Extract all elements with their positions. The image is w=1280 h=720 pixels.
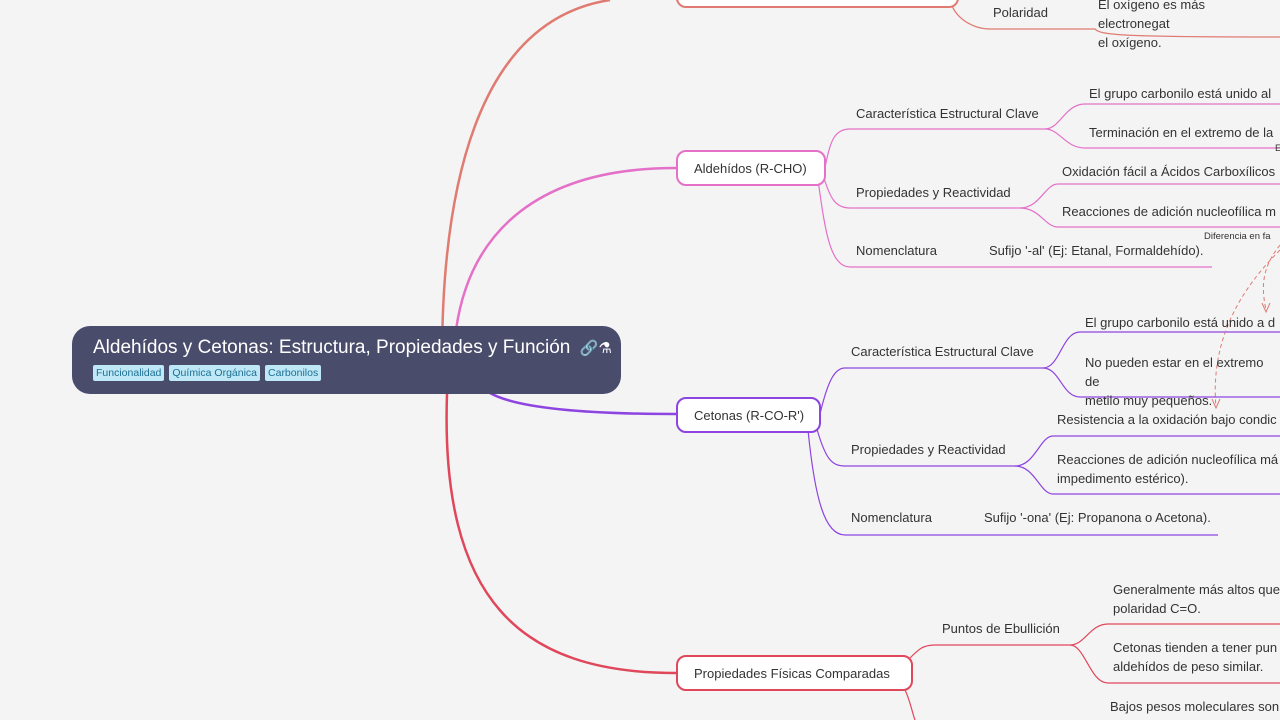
topic-propiedades-fisicas[interactable]: Propiedades Físicas Comparadas (676, 655, 913, 691)
leaf-aldehidos-propiedades-2[interactable]: Reacciones de adición nucleofílica m (1062, 204, 1276, 219)
link-icon[interactable]: 🔗⚗ (579, 340, 612, 357)
subtopic-polaridad[interactable]: Polaridad (993, 5, 1048, 20)
leaf-line: Reacciones de adición nucleofílica má (1057, 452, 1279, 467)
tag[interactable]: Funcionalidad (93, 365, 165, 381)
leaf-cetonas-propiedades-1[interactable]: Resistencia a la oxidación bajo condic (1057, 412, 1277, 427)
topic-cetonas[interactable]: Cetonas (R-CO-R') (676, 397, 821, 433)
leaf-line: El oxígeno es más electronegat (1098, 0, 1205, 31)
relation-label[interactable]: Diferencia en fa (1204, 231, 1271, 242)
leaf-line: Cetonas tienden a tener pun (1113, 640, 1278, 655)
subtopic-cetonas-estructura[interactable]: Característica Estructural Clave (851, 344, 1034, 359)
leaf-line: No pueden estar en el extremo de (1085, 355, 1264, 389)
topic-label: Propiedades Físicas Comparadas (694, 665, 890, 681)
leaf-line: Generalmente más altos que (1113, 582, 1280, 597)
connector-top-partial (676, 0, 1280, 38)
leaf-solubilidad[interactable]: Bajos pesos moleculares son (1110, 699, 1280, 714)
subtopic-aldehidos-nomenclatura[interactable]: Nomenclatura (856, 243, 937, 258)
topic-aldehidos[interactable]: Aldehídos (R-CHO) (676, 150, 826, 186)
leaf-aldehidos-propiedades-1[interactable]: Oxidación fácil a Ácidos Carboxílicos (1062, 164, 1276, 179)
connector-top-branch (440, 0, 611, 361)
subtopic-cetonas-propiedades[interactable]: Propiedades y Reactividad (851, 442, 1006, 457)
leaf-polaridad[interactable]: El oxígeno es más electronegat el oxígen… (1098, 0, 1280, 52)
subtopic-aldehidos-estructura[interactable]: Característica Estructural Clave (856, 106, 1039, 121)
leaf-cetonas-estructura-1[interactable]: El grupo carbonilo está unido a d (1085, 315, 1276, 330)
subtopic-puntos-ebullicion[interactable]: Puntos de Ebullición (942, 621, 1060, 636)
topic-top-partial[interactable] (676, 0, 959, 8)
leaf-cetonas-nomenclatura[interactable]: Sufijo '-ona' (Ej: Propanona o Acetona). (984, 510, 1211, 525)
leaf-line: metilo muy pequeños. (1085, 393, 1213, 408)
tag-list: Funcionalidad Química Orgánica Carbonilo… (93, 365, 621, 381)
leaf-line: polaridad C=O. (1113, 601, 1201, 616)
leaf-aldehidos-estructura-2[interactable]: Terminación en el extremo de la (1089, 125, 1274, 140)
tag[interactable]: Química Orgánica (169, 365, 261, 381)
topic-label: Aldehídos (R-CHO) (694, 160, 807, 176)
leaf-line: aldehídos de peso similar. (1113, 659, 1264, 674)
subtopic-cetonas-nomenclatura[interactable]: Nomenclatura (851, 510, 932, 525)
root-title: Aldehídos y Cetonas: Estructura, Propied… (93, 337, 571, 358)
connector-fisicas (445, 393, 677, 675)
tag[interactable]: Carbonilos (265, 365, 322, 381)
connector-aldehidos (454, 166, 677, 331)
subtopic-aldehidos-propiedades[interactable]: Propiedades y Reactividad (856, 185, 1011, 200)
leaf-line: impedimento estérico). (1057, 471, 1189, 486)
root-topic[interactable]: Aldehídos y Cetonas: Estructura, Propied… (72, 326, 621, 394)
leaf-aldehidos-estructura-1[interactable]: El grupo carbonilo está unido al (1089, 86, 1272, 101)
connector-cetonas (489, 391, 677, 416)
leaf-aldehidos-nomenclatura[interactable]: Sufijo '-al' (Ej: Etanal, Formaldehído). (989, 243, 1204, 258)
topic-label: Cetonas (R-CO-R') (694, 407, 805, 423)
leaf-ebullicion-2[interactable]: Cetonas tienden a tener pun aldehídos de… (1113, 638, 1277, 676)
leaf-ebullicion-1[interactable]: Generalmente más altos que polaridad C=O… (1113, 580, 1280, 618)
leaf-cetonas-estructura-2[interactable]: No pueden estar en el extremo de metilo … (1085, 353, 1280, 410)
leaf-cetonas-propiedades-2[interactable]: Reacciones de adición nucleofílica má im… (1057, 450, 1278, 488)
leaf-line: el oxígeno. (1098, 35, 1162, 50)
relation-label-fragment: E (1275, 143, 1280, 154)
